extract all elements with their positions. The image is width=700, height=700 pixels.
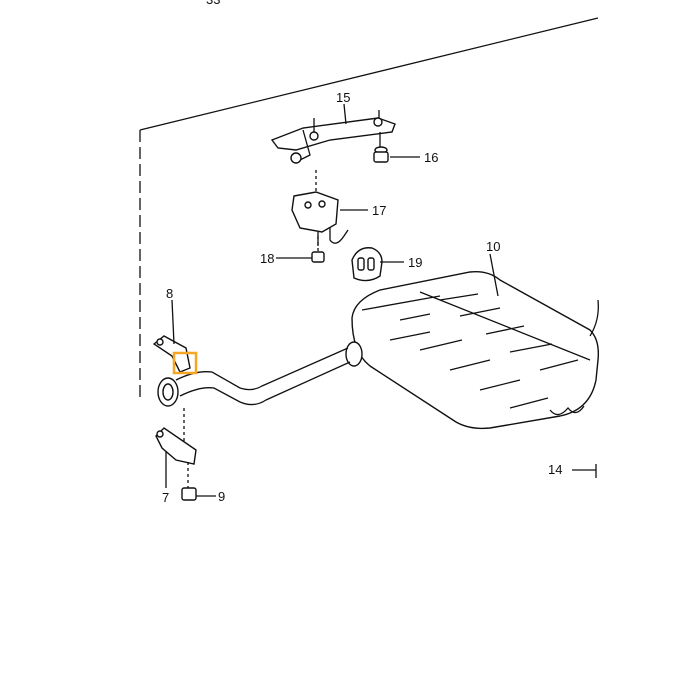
highlighted-part-marker	[172, 351, 198, 375]
callout-18: 18	[260, 251, 274, 266]
part-18-nut	[311, 236, 325, 263]
top-cut-label: 33	[206, 0, 220, 7]
part-16-bolt	[373, 132, 389, 163]
callout-15: 15	[336, 90, 350, 105]
part-10-rear-silencer	[345, 270, 600, 430]
callout-14: 14	[548, 462, 562, 477]
part-19-rubber-mount	[351, 247, 383, 282]
intermediate-pipe	[157, 347, 351, 407]
part-8-clamp-upper	[152, 335, 198, 375]
part-17-hanger-bracket	[291, 170, 349, 246]
callout-8: 8	[166, 286, 173, 301]
callout-19: 19	[408, 255, 422, 270]
floor-panel	[139, 17, 599, 400]
callout-16: 16	[424, 150, 438, 165]
callout-10: 10	[486, 239, 500, 254]
part-7-clamp-lower	[155, 408, 197, 465]
part-9-bolt	[181, 462, 197, 501]
callout-7: 7	[162, 490, 169, 505]
callout-17: 17	[372, 203, 386, 218]
callout-9: 9	[218, 489, 225, 504]
leader-lines	[165, 103, 597, 497]
part-15-mounting-bracket	[270, 110, 396, 164]
